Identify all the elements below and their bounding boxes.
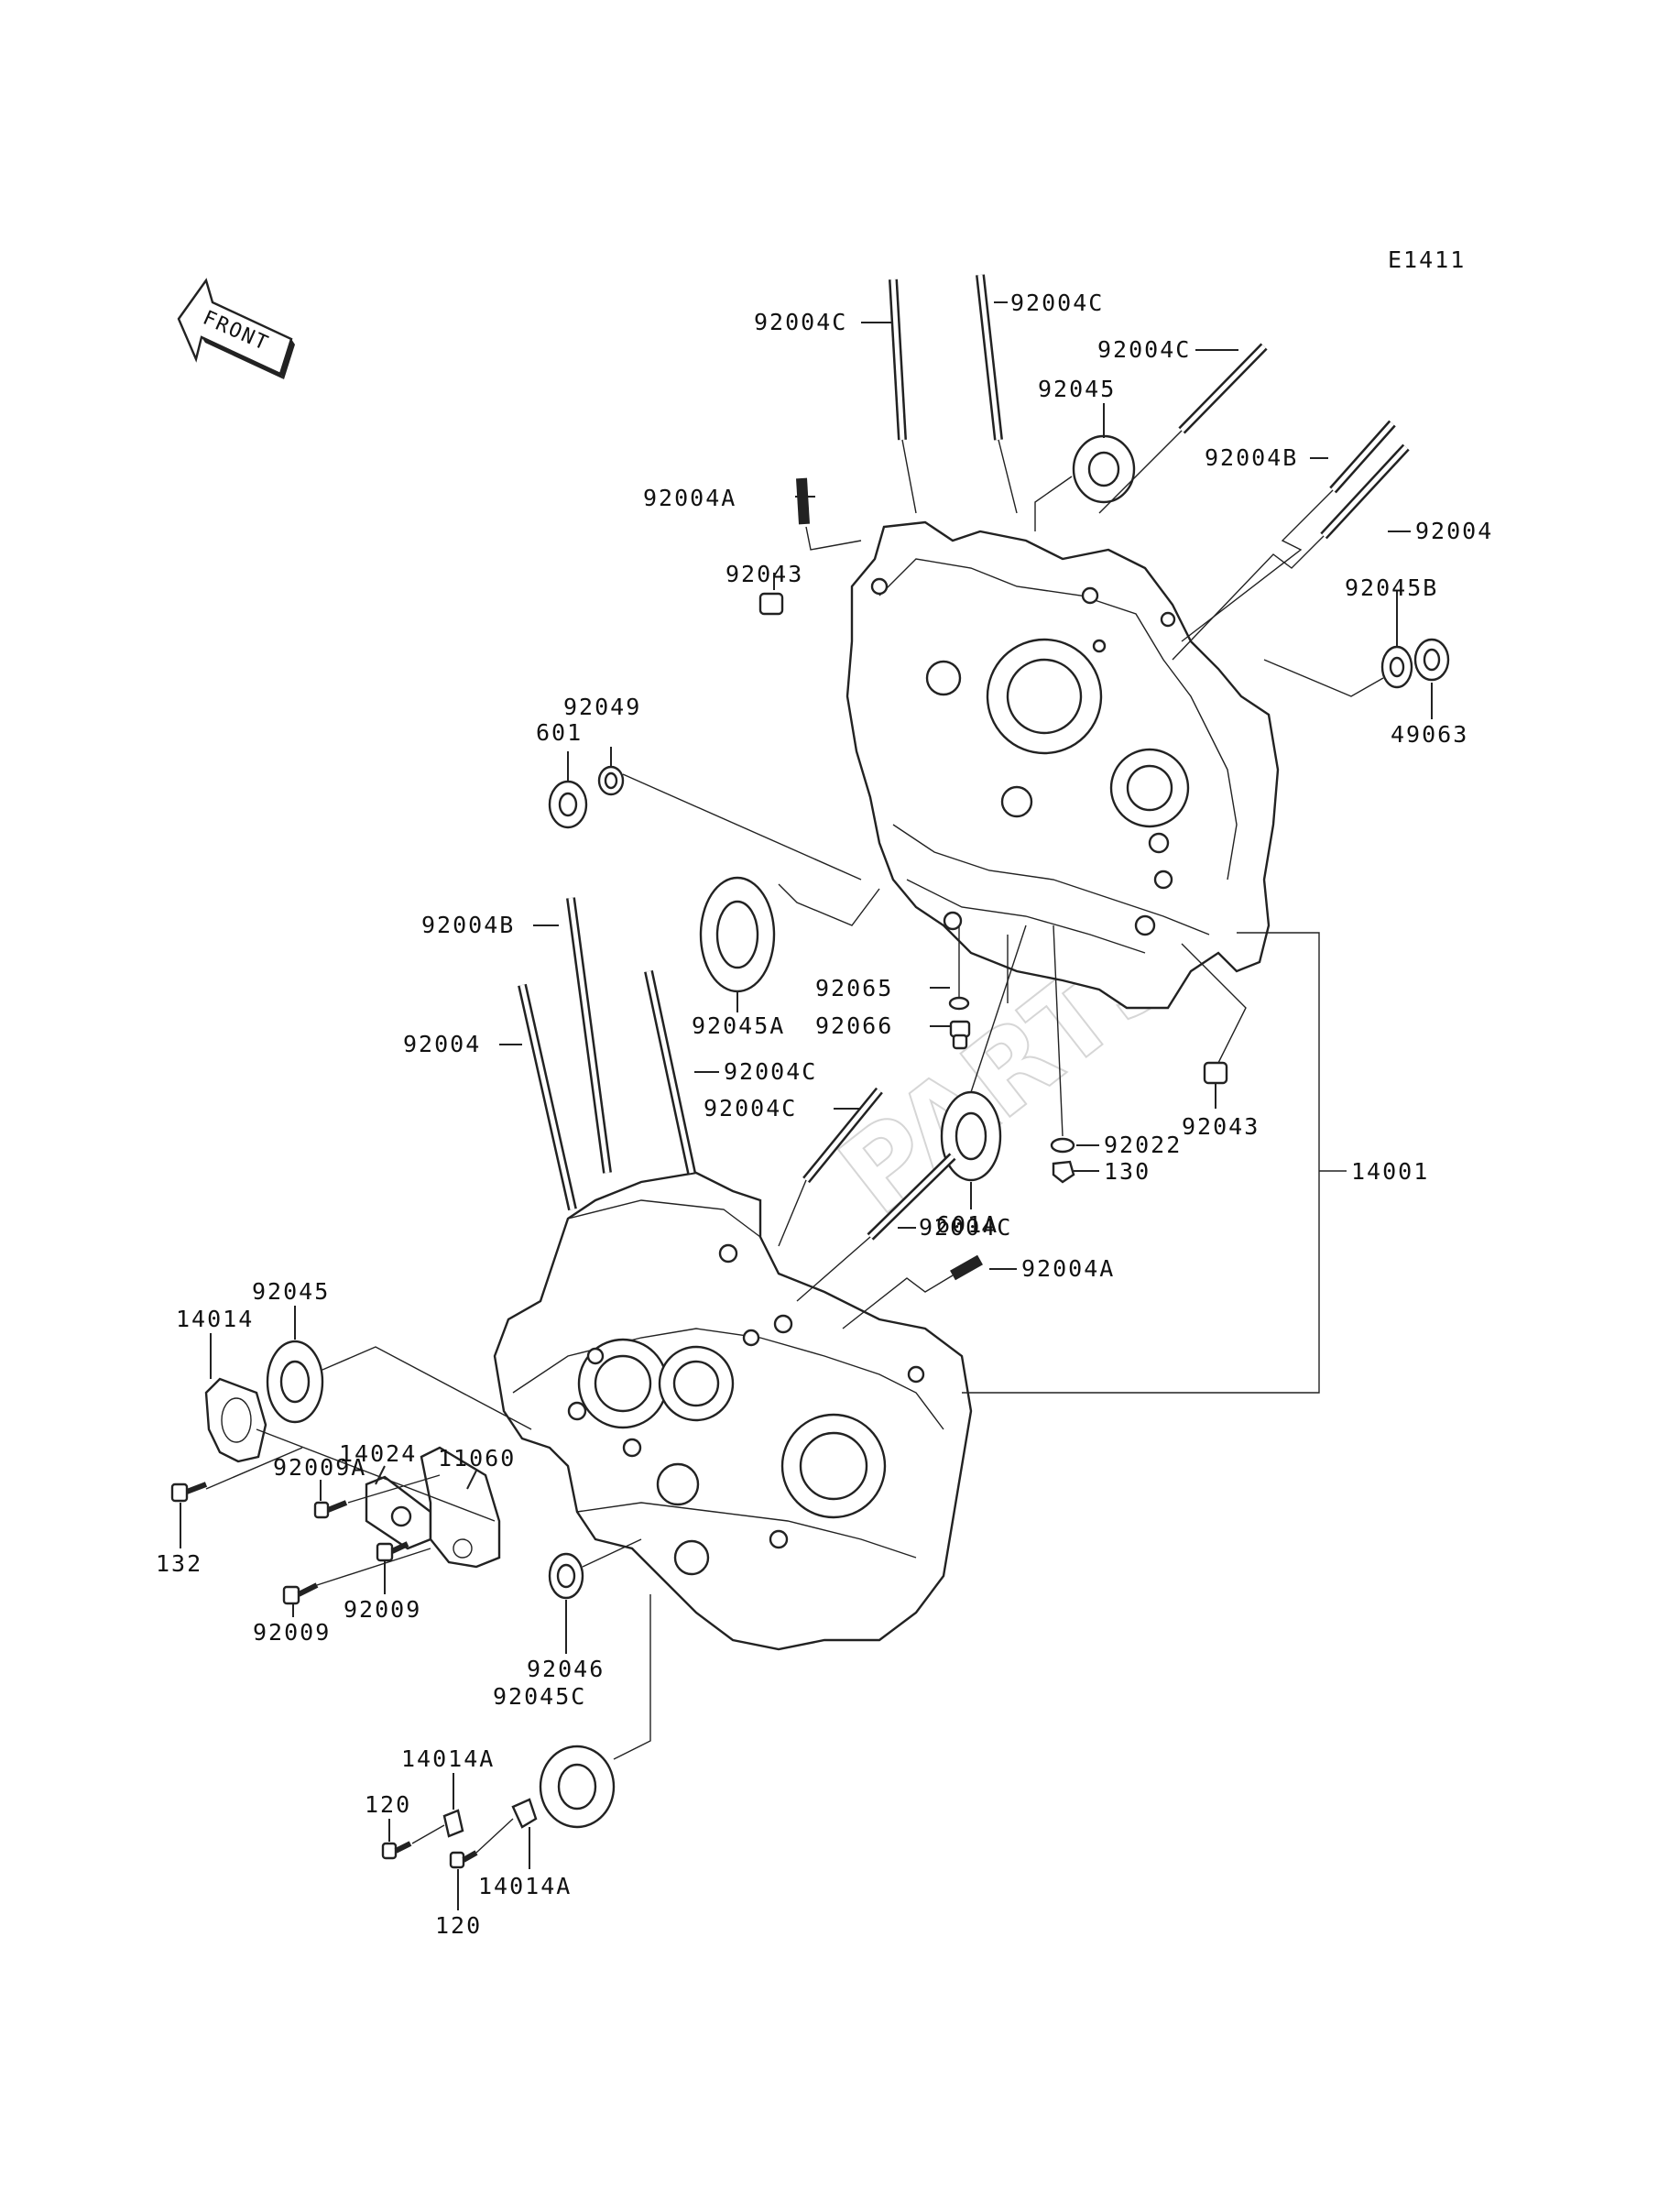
bearing-92045-upper [1072, 434, 1136, 504]
bolt-120-a [381, 1841, 412, 1860]
label-92004b-low: 92004B [421, 912, 515, 938]
label-92049: 92049 [563, 694, 641, 720]
label-92066: 92066 [815, 1012, 893, 1039]
lower-crankcase-half [493, 1171, 973, 1651]
label-92043-low: 92043 [1182, 1113, 1260, 1140]
part-labels: 92004C 92004C 92004C 92045 92004B 92004 … [156, 290, 1493, 1939]
label-601a: 601A [936, 1211, 998, 1238]
stud-92004c-lower-a [644, 969, 696, 1175]
label-92046: 92046 [527, 1656, 605, 1682]
bolt-92009-b [376, 1541, 409, 1562]
dowel-pin-92043-lower [1203, 1061, 1228, 1085]
label-92004-top: 92004 [1415, 518, 1493, 544]
label-92009-a: 92009 [253, 1619, 331, 1646]
bolt-92009-a [282, 1582, 319, 1605]
bearing-92045b [1380, 645, 1413, 689]
label-92043-top: 92043 [725, 561, 803, 587]
label-120-a: 120 [365, 1791, 411, 1818]
label-92022: 92022 [1104, 1132, 1182, 1158]
label-92045b: 92045B [1345, 574, 1438, 601]
stud-92004a-lower [950, 1254, 983, 1281]
label-14014a-a: 14014A [401, 1745, 495, 1772]
label-14024: 14024 [339, 1440, 417, 1467]
label-92009-b: 92009 [344, 1596, 421, 1623]
washer-92022 [1050, 1137, 1075, 1154]
stud-92004b-upper [1329, 420, 1396, 494]
label-120-b: 120 [435, 1912, 482, 1939]
label-92004a-low: 92004A [1021, 1255, 1115, 1282]
stud-92004-lower [518, 983, 577, 1211]
washer-92049 [597, 765, 625, 796]
label-92004-low: 92004 [403, 1031, 481, 1057]
label-132: 132 [156, 1550, 202, 1577]
label-601: 601 [536, 719, 583, 746]
stud-92004c-upper-a [889, 279, 907, 441]
label-92045-top: 92045 [1038, 376, 1116, 402]
bearing-92045a [699, 876, 776, 993]
bearing-92046 [548, 1552, 584, 1600]
stud-92004c-lower-c [867, 1153, 956, 1241]
label-92004c-d: 92004C [724, 1058, 817, 1085]
label-92004c-b: 92004C [754, 309, 847, 335]
label-14001: 14001 [1351, 1158, 1429, 1185]
label-14014: 14014 [176, 1306, 254, 1332]
label-92004c-e: 92004C [704, 1095, 797, 1121]
label-11060: 11060 [438, 1445, 516, 1471]
bearing-92045c [539, 1745, 616, 1829]
bolt-132 [170, 1482, 208, 1503]
seal-49063 [1413, 638, 1450, 682]
label-92009a: 92009A [273, 1454, 366, 1481]
leader-lines [180, 301, 1433, 1910]
clamp-14014a-b [511, 1798, 538, 1829]
label-92045c: 92045C [493, 1683, 586, 1710]
label-92045a: 92045A [692, 1012, 785, 1039]
stud-92004c-upper-b [976, 274, 1003, 441]
stud-92004c-upper-c [1178, 343, 1268, 434]
bolt-120-b [449, 1850, 478, 1869]
label-92045-low: 92045 [252, 1278, 330, 1305]
label-130: 130 [1104, 1158, 1151, 1185]
upper-crankcase-half [845, 520, 1280, 1010]
clamp-14014a-a [442, 1809, 464, 1838]
stud-92004-upper [1320, 443, 1410, 540]
label-92004a-top: 92004A [643, 485, 736, 511]
label-92004b-top: 92004B [1205, 444, 1298, 471]
label-92065: 92065 [815, 975, 893, 1001]
label-92004c-f: 92004C [919, 1214, 1012, 1241]
front-arrow-icon: FRONT [177, 278, 295, 379]
bearing-601a [940, 1090, 1002, 1182]
bearing-92045-lower [266, 1340, 324, 1424]
plug-92066 [949, 1020, 971, 1050]
washer-92065 [948, 996, 970, 1011]
bolt-130 [1052, 1160, 1075, 1184]
bolt-92009a [313, 1500, 348, 1519]
label-92004c-c: 92004C [1097, 336, 1191, 363]
stud-92004a-upper [796, 477, 810, 525]
stud-92004b-lower [566, 897, 612, 1174]
dowel-pin-92043-upper [758, 592, 784, 616]
label-49063: 49063 [1391, 721, 1468, 748]
cover-14014 [204, 1377, 267, 1463]
stud-92004c-lower-b [802, 1087, 883, 1184]
bearing-601 [548, 780, 588, 829]
diagram-code: E1411 [1388, 246, 1466, 273]
label-14014a-b: 14014A [478, 1873, 572, 1899]
label-92004c-a: 92004C [1010, 290, 1104, 316]
